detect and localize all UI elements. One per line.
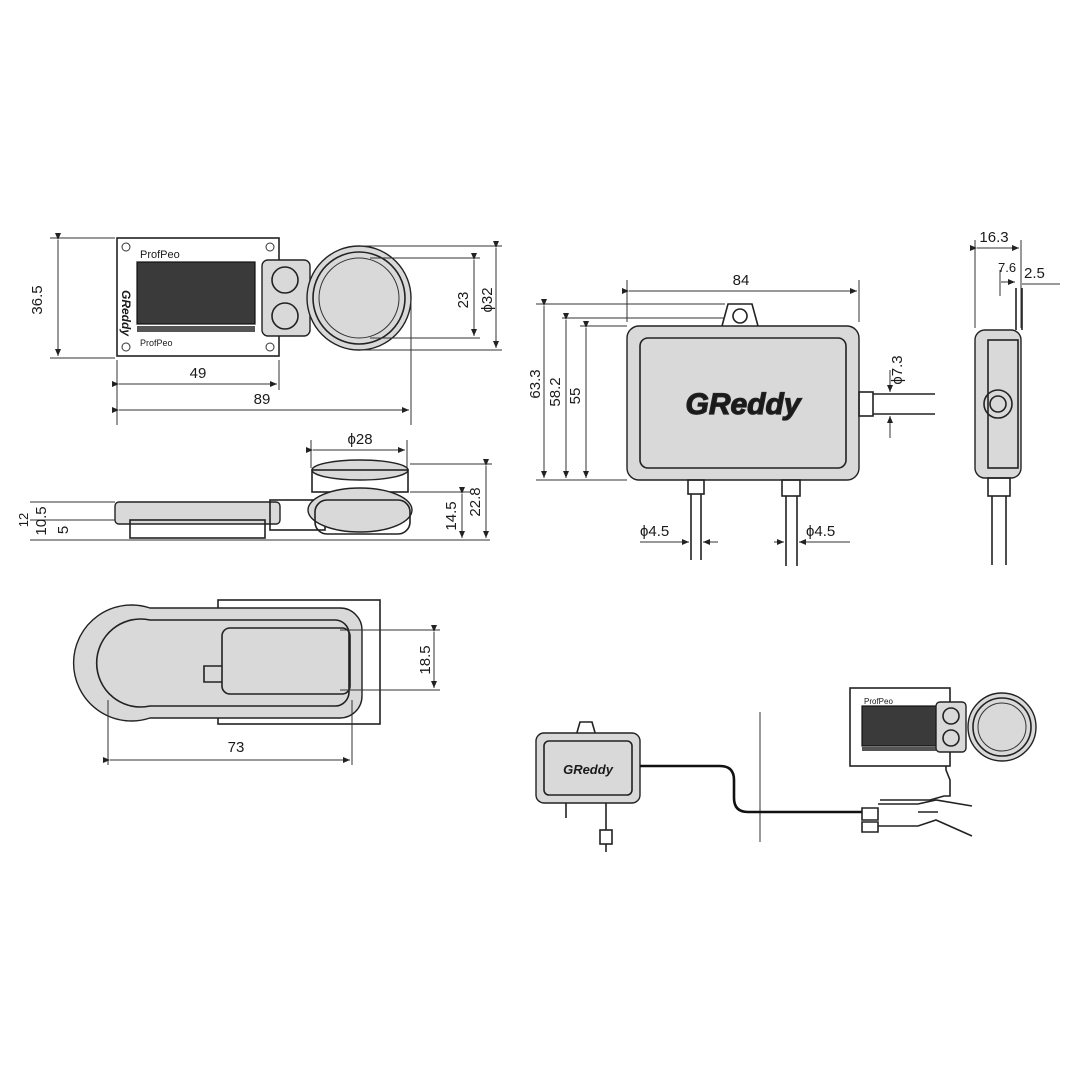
dim-module-58-2: 58.2 (547, 377, 564, 406)
dim-port-right-4-5: ϕ4.5 (806, 523, 835, 540)
controller-bottom-view: GReddy GReddy 18.5 73 (72, 599, 440, 765)
dim-side-22-8: 22.8 (467, 487, 484, 516)
wiring-display-label: ProfPeo (864, 697, 893, 706)
dim-knob-28: ϕ28 (347, 431, 372, 448)
bottom-label: ProfPeo (140, 338, 173, 348)
dim-bottom-73: 73 (228, 739, 245, 756)
dim-cable-7-3: ϕ7.3 (889, 355, 906, 384)
dim-side-5: 5 (55, 526, 72, 534)
controller-front-view: ProfPeo GReddy ProfPeo 36.5 49 89 23 ϕ32 (29, 233, 502, 425)
side-logo: GReddy (119, 290, 133, 337)
display-label: ProfPeo (140, 249, 180, 261)
dim-module-side-2-5: 2.5 (1024, 265, 1045, 282)
dim-bezel-32: ϕ32 (479, 287, 496, 312)
dim-module-side-16-3: 16.3 (979, 229, 1008, 246)
dim-module-55: 55 (567, 388, 584, 405)
dim-display-width-49: 49 (190, 365, 207, 382)
dim-height-36-5: 36.5 (29, 285, 46, 314)
dim-side-12: 12 (16, 513, 31, 527)
dim-side-14-5: 14.5 (443, 501, 460, 530)
dim-port-left-4-5: ϕ4.5 (640, 523, 669, 540)
wiring-module-logo: GReddy (563, 762, 614, 777)
dim-inner-23: 23 (455, 292, 472, 309)
dim-module-side-7-6: 7.6 (998, 260, 1016, 275)
module-side-view: 16.3 7.6 2.5 (970, 229, 1060, 565)
dim-side-10-5: 10.5 (33, 506, 50, 535)
module-front-view: GReddy 84 63.3 58.2 55 ϕ7.3 ϕ4.5 ϕ4.5 (527, 272, 935, 566)
dim-bottom-18-5: 18.5 (417, 645, 434, 674)
module-logo: GReddy (685, 388, 801, 421)
dim-total-width-89: 89 (254, 391, 271, 408)
dim-module-63-3: 63.3 (527, 369, 544, 398)
dim-module-84: 84 (733, 272, 750, 289)
controller-side-view: ϕ28 12 10.5 5 14.5 22.8 (16, 431, 492, 541)
wiring-diagram: GReddy ProfPeo (535, 687, 1037, 852)
